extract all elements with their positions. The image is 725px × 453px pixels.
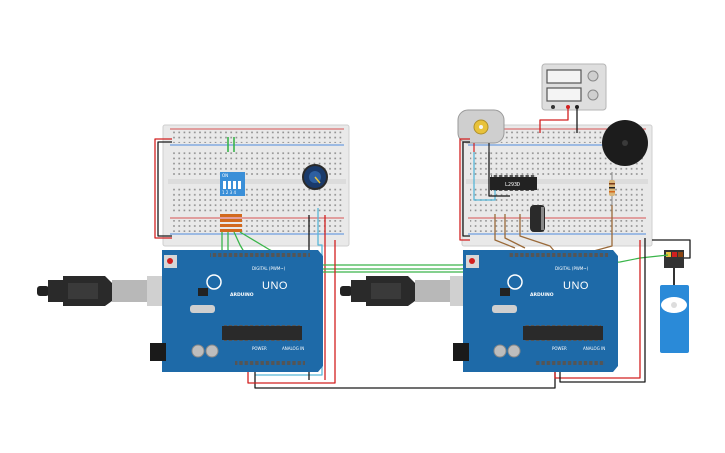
servo <box>660 250 689 353</box>
dc-motor <box>457 109 505 152</box>
usb-cable-left <box>37 276 177 306</box>
driver-chip-label: L293D <box>505 182 520 188</box>
piezo-buzzer <box>602 120 648 166</box>
resistor <box>609 172 615 205</box>
dip-switch: ON 1 2 3 4 <box>220 172 245 196</box>
usb-cable-right <box>340 276 480 306</box>
left-power-label: POWER <box>252 346 267 351</box>
right-digital-label: DIGITAL (PWM~) <box>555 266 589 271</box>
resistor-array <box>220 214 242 232</box>
left-digital-label: DIGITAL (PWM~) <box>252 266 286 271</box>
right-analog-label: ANALOG IN <box>583 346 605 351</box>
arduino-uno-left: DIGITAL (PWM~) ARDUINO UNO POWER ANALOG … <box>150 250 323 372</box>
l293d-driver: L293D <box>490 174 537 193</box>
breadboard-left <box>162 124 350 247</box>
potentiometer <box>302 164 328 190</box>
power-supply <box>541 63 607 111</box>
wires <box>154 107 691 389</box>
dip-switch-label: ON <box>222 173 228 178</box>
left-brand: ARDUINO <box>230 292 254 298</box>
right-model: UNO <box>563 280 589 292</box>
left-model: UNO <box>262 280 288 292</box>
right-brand: ARDUINO <box>530 292 554 298</box>
arduino-uno-right: DIGITAL (PWM~) ARDUINO UNO POWER ANALOG … <box>453 250 618 372</box>
dip-switch-pins: 1 2 3 4 <box>222 190 236 195</box>
left-analog-label: ANALOG IN <box>282 346 304 351</box>
capacitor <box>530 205 545 232</box>
right-power-label: POWER <box>552 346 567 351</box>
